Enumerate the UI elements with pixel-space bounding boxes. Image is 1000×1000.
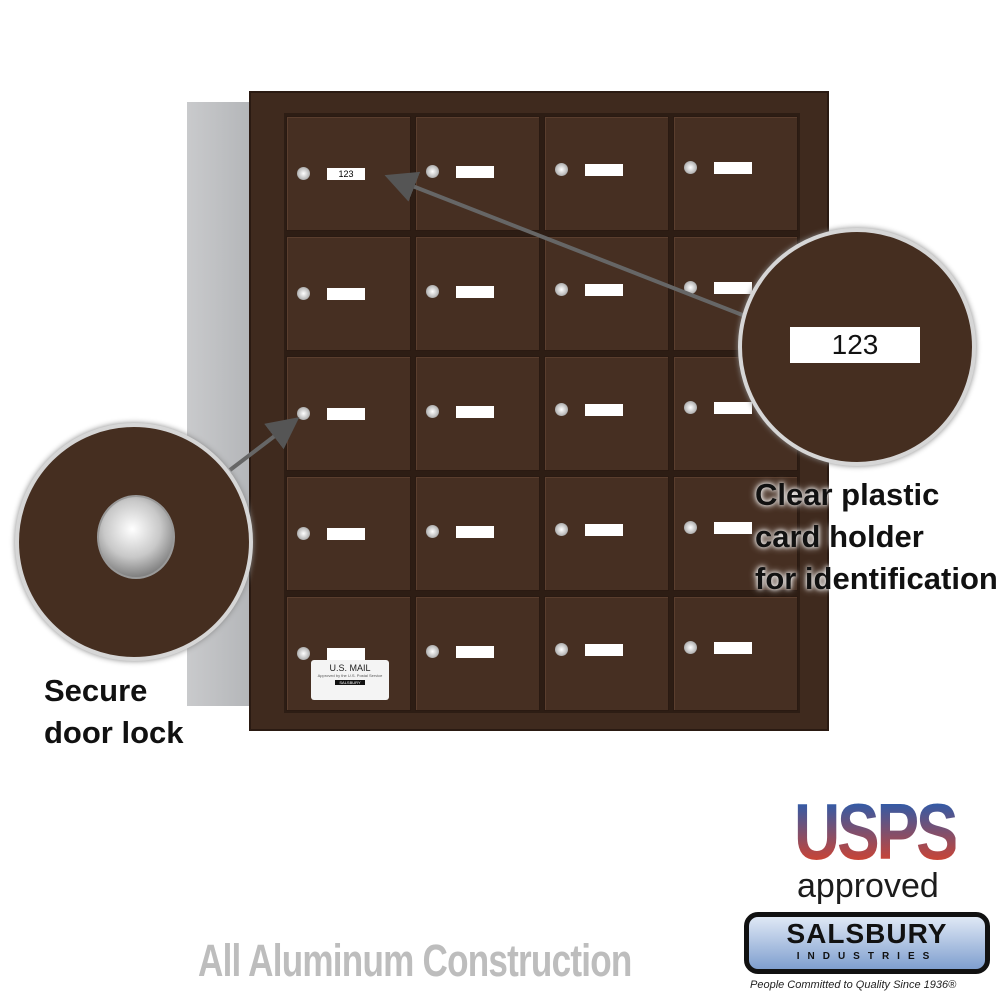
- caption-line: door lock: [44, 715, 184, 750]
- salsbury-industries: INDUSTRIES: [796, 951, 938, 962]
- lock-magnifier: [15, 423, 253, 661]
- door-lock-icon: [684, 161, 697, 174]
- card-holder: [456, 646, 494, 658]
- card-holder: [585, 644, 623, 656]
- mailbox-door[interactable]: [544, 236, 669, 351]
- card-holder: [714, 642, 752, 654]
- caption-line: Secure: [44, 673, 148, 708]
- door-lock-icon: [297, 647, 310, 660]
- card-holder: [456, 526, 494, 538]
- door-lock-icon: [297, 407, 310, 420]
- mailbox-door[interactable]: [286, 596, 411, 711]
- caption-line: card holder: [755, 519, 924, 554]
- mailbox-door[interactable]: [544, 476, 669, 591]
- salsbury-logo: SALSBURY INDUSTRIES: [744, 912, 990, 974]
- usps-label-sub: Approved by the U.S. Postal Service: [317, 673, 383, 678]
- magnified-card: 123: [790, 327, 920, 363]
- arrow-to-card: [384, 171, 746, 318]
- card-holder: 123: [327, 168, 365, 180]
- door-lock-icon: [555, 283, 568, 296]
- door-lock-icon: [684, 401, 697, 414]
- mailbox-door[interactable]: [415, 596, 540, 711]
- usps-mail-label: U.S. MAIL Approved by the U.S. Postal Se…: [311, 660, 389, 700]
- usps-label-title: U.S. MAIL: [329, 663, 371, 673]
- card-holder: [327, 648, 365, 660]
- door-lock-icon: [426, 405, 439, 418]
- door-lock-icon: [426, 525, 439, 538]
- lock-caption: Secure door lock: [44, 670, 184, 754]
- card-holder: [585, 164, 623, 176]
- door-lock-icon: [297, 527, 310, 540]
- usps-label-brand: SALSBURY: [335, 680, 365, 685]
- door-lock-icon: [426, 645, 439, 658]
- mailbox-door[interactable]: [415, 236, 540, 351]
- salsbury-tagline: People Committed to Quality Since 1936®: [750, 979, 957, 991]
- magnified-lock-icon: [97, 495, 175, 579]
- salsbury-name: SALSBURY: [786, 918, 948, 949]
- door-lock-icon: [684, 521, 697, 534]
- usps-logo: USPS: [794, 787, 959, 876]
- card-holder: [456, 406, 494, 418]
- card-holder-magnifier: 123: [738, 228, 976, 466]
- door-lock-icon: [555, 643, 568, 656]
- card-holder: [714, 402, 752, 414]
- card-holder: [714, 282, 752, 294]
- card-holder: [456, 166, 494, 178]
- card-holder: [714, 162, 752, 174]
- mailbox-door[interactable]: [673, 116, 798, 231]
- mailbox-door[interactable]: [286, 476, 411, 591]
- mailbox-door[interactable]: [673, 476, 798, 591]
- mailbox-door[interactable]: [286, 356, 411, 471]
- door-lock-icon: [684, 641, 697, 654]
- card-holder: [585, 284, 623, 296]
- door-lock-icon: [555, 403, 568, 416]
- mailbox-door[interactable]: [415, 356, 540, 471]
- mailbox-door[interactable]: [286, 236, 411, 351]
- card-holder: [456, 286, 494, 298]
- usps-approved-text: approved: [797, 867, 939, 905]
- card-holder-caption: Clear plastic card holder for identifica…: [755, 474, 998, 600]
- arrow-to-lock: [228, 417, 300, 472]
- mailbox-door-grid: 123: [284, 113, 800, 713]
- mailbox-door[interactable]: [544, 596, 669, 711]
- door-lock-icon: [297, 287, 310, 300]
- card-holder: [327, 408, 365, 420]
- footer-caption: All Aluminum Construction: [198, 935, 632, 986]
- door-lock-icon: [555, 523, 568, 536]
- card-holder: [327, 528, 365, 540]
- card-holder: [585, 524, 623, 536]
- mailbox-door[interactable]: [544, 116, 669, 231]
- door-lock-icon: [426, 285, 439, 298]
- mailbox-door[interactable]: [415, 476, 540, 591]
- door-lock-icon: [684, 281, 697, 294]
- mailbox-door[interactable]: [544, 356, 669, 471]
- mailbox-door[interactable]: [673, 596, 798, 711]
- caption-line: Clear plastic: [755, 477, 940, 512]
- caption-line: for identification: [755, 561, 998, 596]
- card-holder: [585, 404, 623, 416]
- door-lock-icon: [555, 163, 568, 176]
- door-lock-icon: [297, 167, 310, 180]
- card-holder: [327, 288, 365, 300]
- card-holder: [714, 522, 752, 534]
- door-lock-icon: [426, 165, 439, 178]
